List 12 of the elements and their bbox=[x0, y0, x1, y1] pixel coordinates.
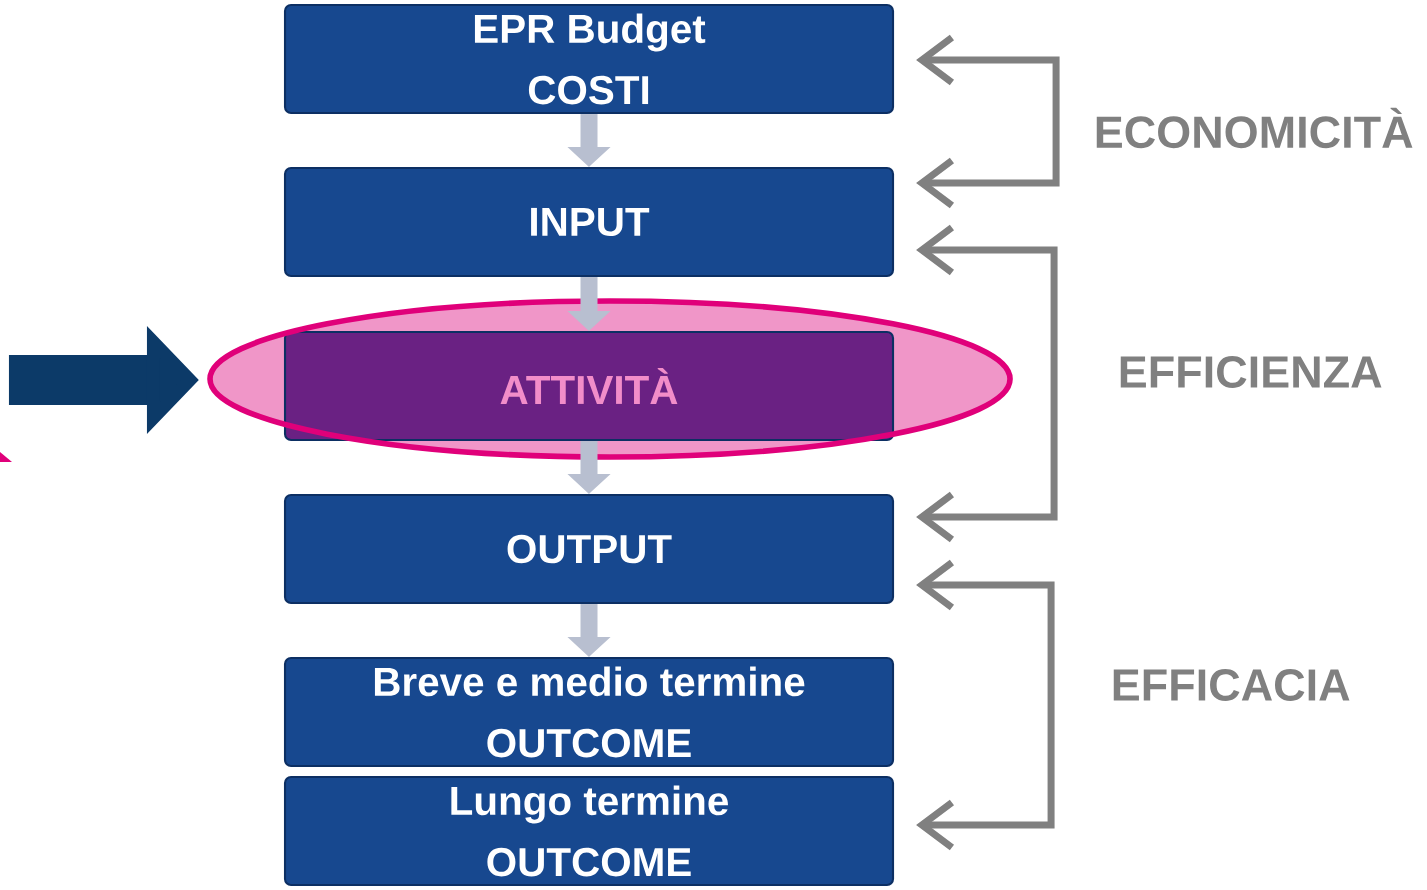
process-box: OUTPUT bbox=[283, 493, 895, 605]
process-box: INPUT bbox=[283, 166, 895, 278]
edge-label: ECONOMICITÀ bbox=[1096, 107, 1413, 149]
edge-label: EFFICIENZA bbox=[1120, 356, 1382, 388]
edge-label: EFFICACIA bbox=[1113, 669, 1350, 701]
process-box: ATTIVITÀ bbox=[283, 330, 895, 442]
arrow bbox=[916, 224, 1058, 543]
arrow bbox=[916, 34, 1060, 209]
process-box: Lungo termine OUTCOME bbox=[283, 775, 895, 887]
arrow bbox=[916, 559, 1055, 851]
process-box: Breve e medio termine OUTCOME bbox=[283, 656, 895, 768]
process-box: EPR Budget COSTI bbox=[283, 3, 895, 115]
